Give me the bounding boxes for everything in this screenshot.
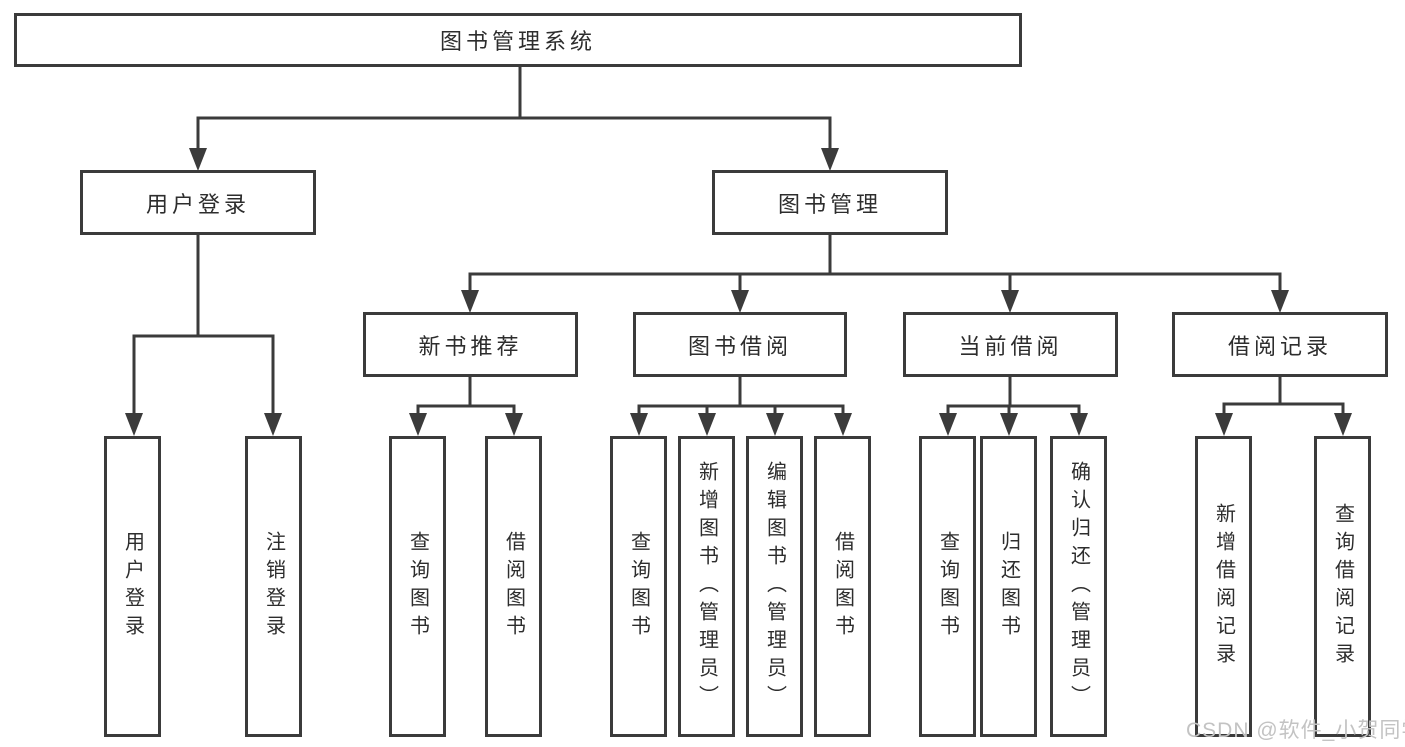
leaf-add-book-admin: 新增图书（管理员） — [678, 436, 735, 737]
node-new-book-recommendation: 新书推荐 — [363, 312, 578, 377]
leaf-label: 确认归还（管理员） — [1067, 460, 1090, 713]
leaf-label: 借阅图书 — [831, 530, 854, 643]
leaf-return-book: 归还图书 — [980, 436, 1037, 737]
leaf-confirm-return-admin: 确认归还（管理员） — [1050, 436, 1107, 737]
leaf-borrow-books-recommend: 借阅图书 — [485, 436, 542, 737]
node-label: 图书借阅 — [687, 333, 792, 359]
csdn-watermark: CSDN @软件_小贺同学 — [1186, 719, 1405, 742]
leaf-label: 查询借阅记录 — [1331, 502, 1354, 671]
connector-root-to-modules — [189, 66, 839, 171]
leaf-label: 编辑图书（管理员） — [763, 460, 786, 713]
leaf-edit-book-admin: 编辑图书（管理员） — [746, 436, 803, 737]
leaf-label: 查询图书 — [406, 530, 429, 643]
connector-borrow-to-functions — [630, 376, 852, 436]
node-library-management-system: 图书管理系统 — [14, 13, 1022, 67]
leaf-label: 归还图书 — [997, 530, 1020, 643]
leaf-label: 新增图书（管理员） — [695, 460, 718, 713]
leaf-query-books-borrow: 查询图书 — [610, 436, 667, 737]
node-book-management: 图书管理 — [712, 170, 948, 235]
connector-record-to-functions — [1215, 376, 1352, 436]
leaf-add-borrow-record: 新增借阅记录 — [1195, 436, 1252, 737]
leaf-query-books-recommend: 查询图书 — [389, 436, 446, 737]
node-label: 图书管理系统 — [439, 29, 596, 54]
node-label: 借阅记录 — [1227, 333, 1332, 359]
leaf-user-login: 用户登录 — [104, 436, 161, 737]
leaf-label: 查询图书 — [627, 530, 650, 643]
node-book-borrowing: 图书借阅 — [633, 312, 847, 377]
leaf-query-borrow-record: 查询借阅记录 — [1314, 436, 1371, 737]
connector-user-login-to-functions — [125, 234, 282, 436]
leaf-logout: 注销登录 — [245, 436, 302, 737]
connector-new-rec-to-functions — [409, 376, 523, 436]
leaf-query-books-current: 查询图书 — [919, 436, 976, 737]
leaf-label: 注销登录 — [262, 530, 285, 643]
leaf-label: 借阅图书 — [502, 530, 525, 643]
node-label: 用户登录 — [145, 191, 250, 217]
node-label: 图书管理 — [777, 191, 882, 217]
node-borrowing-records: 借阅记录 — [1172, 312, 1388, 377]
node-current-borrowing: 当前借阅 — [903, 312, 1118, 377]
leaf-label: 新增借阅记录 — [1212, 502, 1235, 671]
connector-book-mgmt-to-submodules — [461, 234, 1289, 313]
node-label: 当前借阅 — [958, 333, 1063, 359]
leaf-label: 用户登录 — [121, 530, 144, 643]
leaf-borrow-books: 借阅图书 — [814, 436, 871, 737]
node-label: 新书推荐 — [418, 333, 523, 359]
node-user-login: 用户登录 — [80, 170, 316, 235]
connector-current-to-functions — [939, 376, 1088, 436]
leaf-label: 查询图书 — [936, 530, 959, 643]
